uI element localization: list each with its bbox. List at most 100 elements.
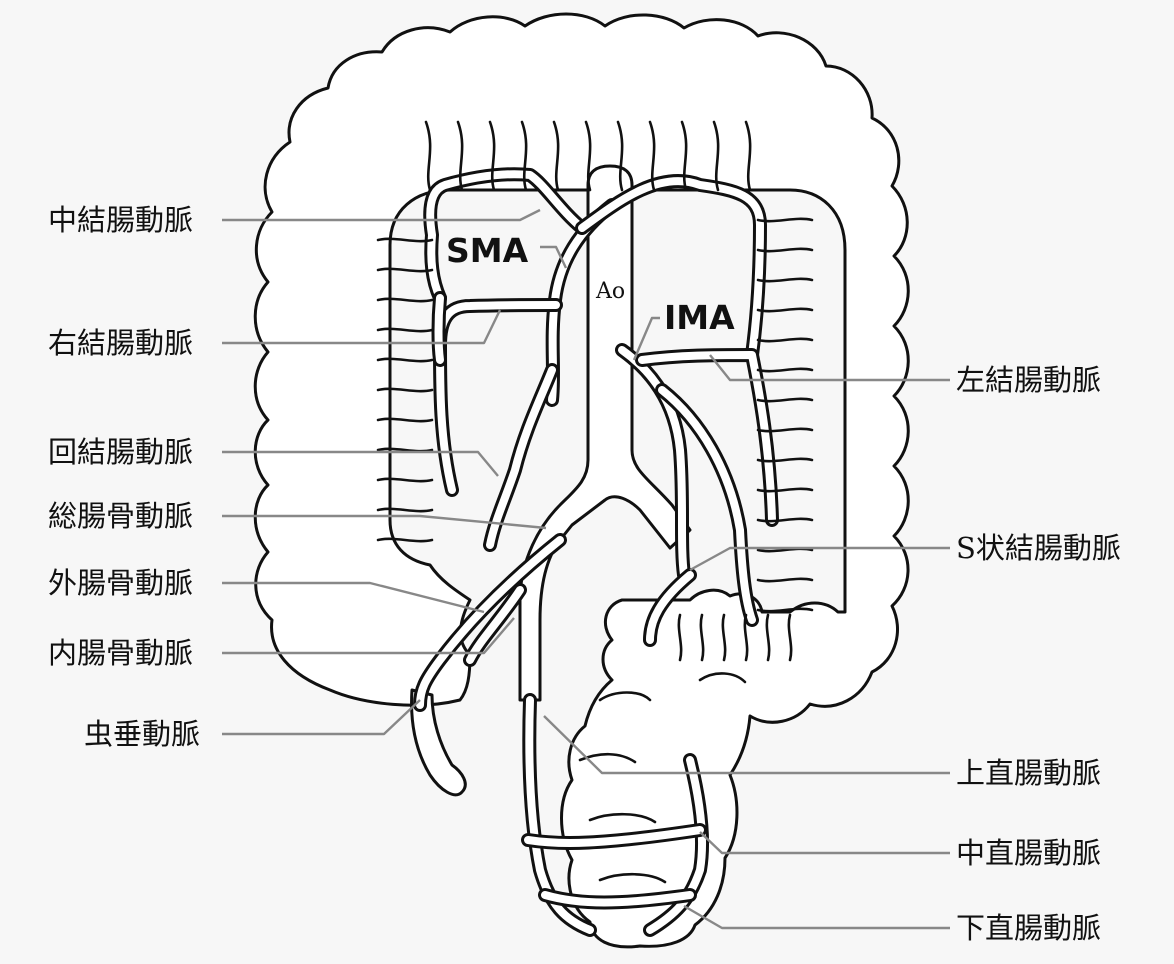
leader-sma	[540, 245, 568, 269]
vasa-recta-twig	[699, 613, 705, 662]
large-intestine	[253, 12, 910, 949]
label-external-iliac-artery: 外腸骨動脈	[48, 566, 193, 600]
leader-superior-rectal	[543, 715, 950, 775]
vasa-recta-twig	[376, 417, 434, 423]
label-internal-iliac-artery: 内腸骨動脈	[48, 636, 193, 670]
vasa-recta-twig	[552, 120, 560, 192]
leader-right-colic	[222, 309, 502, 345]
leader-internal-iliac	[222, 617, 515, 655]
ileocolic-artery-lumen	[486, 366, 556, 549]
rectal-right	[643, 753, 709, 937]
vasa-recta-twig	[677, 613, 683, 662]
left-labels: 中結腸動脈 右結腸動脈 回結腸動脈 総腸骨動脈 外腸骨動脈 内腸骨動脈 虫垂動脈	[48, 203, 200, 751]
haustra-line	[598, 691, 652, 702]
vasa-recta-twig	[376, 297, 434, 303]
ima-label: IMA	[664, 298, 735, 337]
sigmoid-artery-lumen	[658, 386, 756, 624]
haustra-line-5	[598, 872, 667, 884]
rectal-right-lumen	[646, 756, 706, 934]
vasa-recta-twig	[756, 307, 814, 313]
vasa-recta-twig	[787, 613, 793, 662]
vasa-recta-twig	[376, 447, 434, 453]
vasa-recta-twig	[756, 487, 814, 493]
vasa-recta-twig	[376, 267, 434, 273]
leader-inferior-rectal	[683, 904, 950, 930]
leader-appendicular	[222, 699, 421, 736]
superior-rectal-artery-lumen	[646, 571, 694, 644]
vasa-recta-twig	[376, 507, 434, 513]
left-colic-artery-lumen	[638, 351, 776, 524]
external-iliac-lumen	[416, 536, 564, 709]
vasa-recta-twig	[756, 427, 814, 433]
vasa-recta-twig	[424, 120, 432, 192]
leader-middle-rectal	[699, 831, 950, 855]
vasa-recta-twig	[756, 337, 814, 343]
middle-colic-right	[575, 174, 767, 362]
ima-trunk	[615, 343, 691, 582]
vasa-recta-twig	[756, 577, 814, 583]
label-left-colic-artery: 左結腸動脈	[956, 363, 1101, 397]
vasa-recta-twig	[456, 120, 464, 192]
rectal-left-lumen	[525, 696, 594, 934]
label-ileocolic-artery: 回結腸動脈	[48, 435, 193, 469]
leader-left-colic	[709, 354, 950, 382]
label-superior-rectal-artery: 上直腸動脈	[956, 756, 1101, 790]
label-right-colic-artery: 右結腸動脈	[48, 326, 193, 360]
vasa-recta-twig	[756, 277, 814, 283]
vasa-recta-twig	[376, 387, 434, 393]
vasa-recta-twig	[721, 613, 727, 662]
vasa-recta-twig	[756, 367, 814, 373]
vasa-recta-twig	[756, 457, 814, 463]
vasa-recta-twig	[756, 397, 814, 403]
vasa-recta-twig	[756, 607, 814, 613]
vasa-recta-twig	[744, 120, 752, 192]
vasa-recta-twig	[520, 120, 528, 192]
vasa-recta-twig	[376, 537, 434, 543]
leader-common-iliac	[222, 514, 547, 530]
label-inferior-rectal-artery: 下直腸動脈	[956, 911, 1101, 945]
rectal-cross-lower	[538, 888, 697, 910]
leader-ima	[632, 316, 660, 361]
vasa-recta-twig	[756, 547, 814, 553]
vasa-recta-twig	[680, 120, 688, 192]
vasa-recta-twig	[376, 327, 434, 333]
label-sigmoid-artery: S状結腸動脈	[956, 531, 1121, 565]
right-labels: 左結腸動脈 S状結腸動脈 上直腸動脈 中直腸動脈 下直腸動脈	[956, 363, 1121, 945]
aorta-label: Ao	[595, 279, 625, 304]
leader-sigmoid	[689, 546, 950, 572]
haustra-line-3	[578, 752, 637, 764]
marginal-right-lumen	[434, 294, 444, 364]
aorta	[518, 164, 692, 702]
leader-middle-colic	[222, 208, 541, 222]
colon-outline	[253, 12, 910, 949]
sigmoid-artery	[655, 383, 759, 627]
haustra-line-2	[698, 672, 747, 684]
label-common-iliac-artery: 総腸骨動脈	[48, 499, 193, 533]
haustra-line-4	[588, 812, 657, 824]
label-appendicular-artery: 虫垂動脈	[84, 717, 200, 751]
appendix	[410, 688, 467, 797]
vasa-recta-twig	[648, 120, 656, 192]
vasa-recta-twig	[616, 120, 624, 192]
middle-colic-artery-lumen	[426, 170, 586, 302]
left-colic-artery	[635, 348, 779, 527]
superior-rectal-artery	[643, 568, 697, 647]
vasa-recta-twig	[376, 477, 434, 483]
vasa-recta-twig	[488, 120, 496, 192]
label-middle-colic-artery: 中結腸動脈	[48, 203, 193, 237]
vasa-recta-twig	[756, 217, 814, 223]
sma-label: SMA	[446, 231, 529, 270]
vasa-recta-twig	[743, 613, 749, 662]
vasa-recta-twig	[376, 237, 434, 243]
marginal-right	[431, 291, 447, 367]
leader-external-iliac	[222, 581, 485, 614]
rectal-cross-upper-lumen	[524, 826, 704, 847]
arteries: Ao	[376, 120, 814, 937]
rectal-cross-lower-lumen	[541, 891, 694, 907]
vasa-recta-twig	[584, 120, 592, 192]
external-iliac	[413, 533, 567, 712]
vasa-recta-twig	[376, 357, 434, 363]
leader-ileocolic	[222, 450, 499, 477]
label-middle-rectal-artery: 中直腸動脈	[956, 836, 1101, 870]
